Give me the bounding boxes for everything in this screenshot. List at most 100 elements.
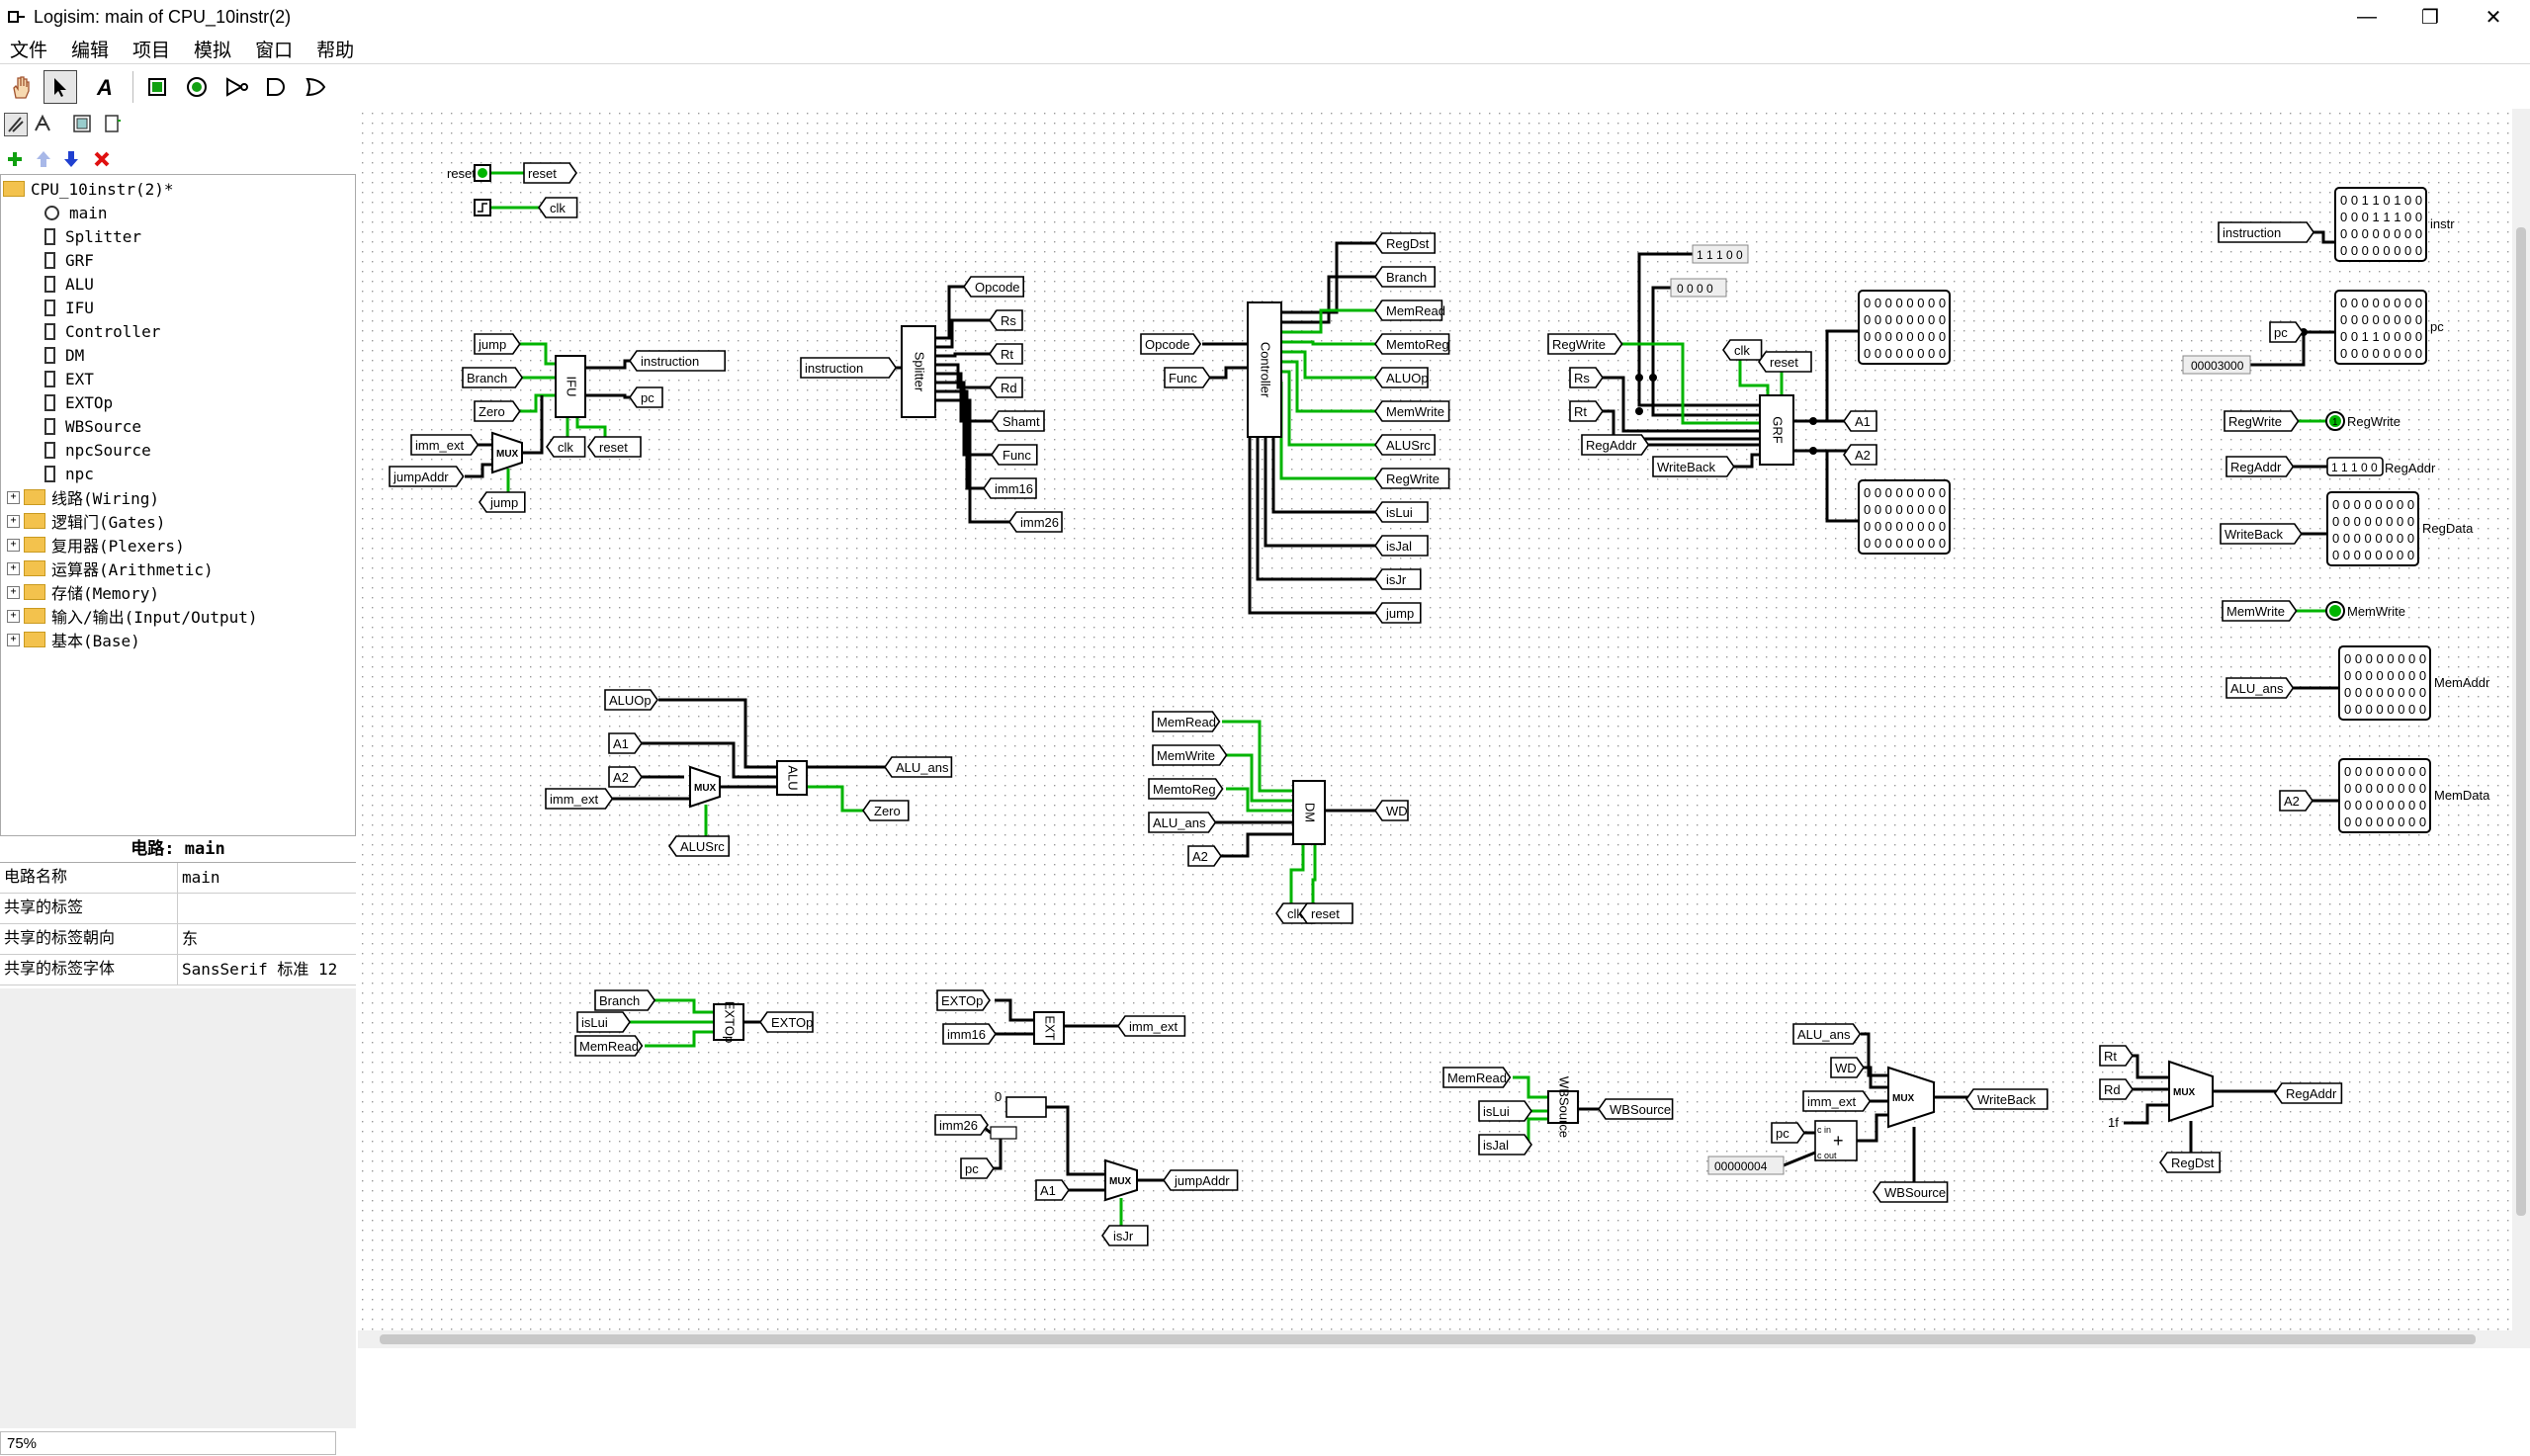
- pin-state: [2329, 605, 2341, 617]
- tree-library-4[interactable]: +存储(Memory): [7, 580, 159, 604]
- horizontal-scrollbar[interactable]: [358, 1330, 2530, 1348]
- tree-circuit-ifu[interactable]: IFU: [44, 296, 94, 319]
- wire: [1214, 832, 1293, 858]
- attr-row-shared-label[interactable]: 共享的标签: [0, 894, 356, 924]
- alu-a2-tunnel: [608, 766, 643, 788]
- tree-library-1[interactable]: +逻辑门(Gates): [7, 509, 165, 533]
- menu-simulate[interactable]: 模拟: [194, 40, 232, 61]
- layout-edit-button[interactable]: [71, 113, 95, 136]
- attr-value[interactable]: [178, 894, 356, 923]
- magnifier-icon: [44, 205, 59, 220]
- delete-circuit-icon[interactable]: [93, 150, 111, 168]
- menu-edit[interactable]: 编辑: [71, 40, 110, 61]
- tree-circuit-ext[interactable]: EXT: [44, 367, 94, 390]
- menu-file[interactable]: 文件: [10, 40, 48, 61]
- tree-circuit-npc[interactable]: npc: [44, 462, 94, 485]
- minimize-button[interactable]: —: [2357, 5, 2377, 28]
- component-name: Controller: [1259, 342, 1273, 398]
- expand-icon[interactable]: +: [7, 561, 20, 575]
- tunnel-text: instruction: [641, 354, 699, 369]
- select-tool-button[interactable]: [44, 70, 77, 104]
- text-tool-button[interactable]: A: [87, 70, 121, 104]
- expand-icon[interactable]: +: [7, 633, 20, 646]
- add-circuit-icon[interactable]: [6, 150, 24, 168]
- poke-tool-button[interactable]: [4, 70, 38, 104]
- or-gate-tool-button[interactable]: [299, 70, 332, 104]
- expand-icon[interactable]: +: [7, 585, 20, 599]
- appearance-edit-button[interactable]: [101, 113, 125, 136]
- tunnel-text: A2: [2284, 794, 2300, 809]
- tree-circuit-alu[interactable]: ALU: [44, 272, 94, 296]
- tunnel-text: EXTOp: [941, 993, 983, 1008]
- attr-value[interactable]: 东: [182, 929, 199, 948]
- tree-circuit-main[interactable]: main: [44, 201, 108, 224]
- tunnel-text: MemRead: [1386, 303, 1445, 318]
- npc-isjr-tunnel: [1101, 1225, 1149, 1246]
- tree-project-root[interactable]: CPU_10instr(2)*: [3, 177, 174, 201]
- vertical-scroll-thumb[interactable]: [2516, 227, 2526, 1216]
- probe-label: MemData: [2434, 788, 2490, 803]
- attr-value[interactable]: main: [182, 868, 220, 887]
- tree-item-label: GRF: [65, 250, 94, 270]
- tree-library-3[interactable]: + 运算器(Arithmetic): [7, 557, 214, 580]
- attr-value[interactable]: SansSerif 标准 12: [182, 960, 338, 979]
- vertical-scrollbar[interactable]: [2512, 109, 2530, 1348]
- wire: [2124, 1103, 2169, 1125]
- tree-item-label: 运算器(Arithmetic): [51, 560, 214, 579]
- menu-help[interactable]: 帮助: [316, 40, 355, 61]
- maximize-button[interactable]: ❐: [2421, 6, 2439, 29]
- const-text: 00003000: [2191, 359, 2244, 373]
- circuit-icon: [44, 465, 55, 482]
- tree-circuit-grf[interactable]: GRF: [44, 248, 94, 272]
- tree-circuit-npcsource[interactable]: npcSource: [44, 438, 151, 462]
- close-button[interactable]: ✕: [2485, 6, 2502, 29]
- component-name: EXT: [1043, 1015, 1058, 1040]
- attr-row-label-direction[interactable]: 共享的标签朝向东: [0, 924, 356, 955]
- output-pin-tool-button[interactable]: [180, 70, 214, 104]
- npc-mux: [1104, 1158, 1138, 1202]
- zoom-field[interactable]: 75%: [0, 1431, 336, 1455]
- tree-library-0[interactable]: +线路(Wiring): [7, 485, 159, 509]
- tree-circuit-extop[interactable]: EXTOp: [44, 390, 113, 414]
- adder-plus: +: [1833, 1131, 1844, 1151]
- pin-value: 1: [2332, 417, 2338, 428]
- toolbox-view-button[interactable]: [4, 113, 28, 136]
- tunnel-text: A1: [613, 736, 629, 751]
- not-gate-tool-button[interactable]: [219, 70, 253, 104]
- probe-digits: 0 0 0 0 0 0 0 0: [1864, 485, 1946, 500]
- tunnel-text: isLui: [1483, 1104, 1510, 1119]
- tree-circuit-controller[interactable]: Controller: [44, 319, 160, 343]
- tunnel-text: imm16: [947, 1027, 986, 1042]
- input-pin-tool-button[interactable]: [140, 70, 174, 104]
- horizontal-scroll-thumb[interactable]: [380, 1334, 2476, 1344]
- simulation-view-button[interactable]: [32, 113, 55, 136]
- expand-icon[interactable]: +: [7, 538, 20, 552]
- tunnel-text: Rs: [1001, 313, 1016, 328]
- tree-library-2[interactable]: +复用器(Plexers): [7, 533, 185, 557]
- menu-project[interactable]: 项目: [132, 40, 171, 61]
- tree-library-5[interactable]: +输入/输出(Input/Output): [7, 604, 258, 628]
- tree-circuit-dm[interactable]: DM: [44, 343, 84, 367]
- wire: [1289, 844, 1305, 913]
- expand-icon[interactable]: +: [7, 609, 20, 623]
- tunnel-text: clk: [1287, 906, 1303, 921]
- tunnel-text: pc: [2274, 325, 2288, 340]
- expand-icon[interactable]: +: [7, 514, 20, 528]
- menu-window[interactable]: 窗口: [255, 40, 294, 61]
- tree-circuit-splitter[interactable]: Splitter: [44, 224, 141, 248]
- expand-icon[interactable]: +: [7, 490, 20, 504]
- and-gate-tool-button[interactable]: [259, 70, 293, 104]
- tree-library-6[interactable]: +基本(Base): [7, 628, 140, 651]
- move-up-arrow-icon[interactable]: [36, 149, 51, 169]
- not-gate-icon: [226, 77, 248, 97]
- grf-a1-tunnel: [1843, 410, 1877, 432]
- toolbar: A: [0, 65, 2530, 109]
- move-down-arrow-icon[interactable]: [63, 149, 79, 169]
- tree-circuit-wbsource[interactable]: WBSource: [44, 414, 141, 438]
